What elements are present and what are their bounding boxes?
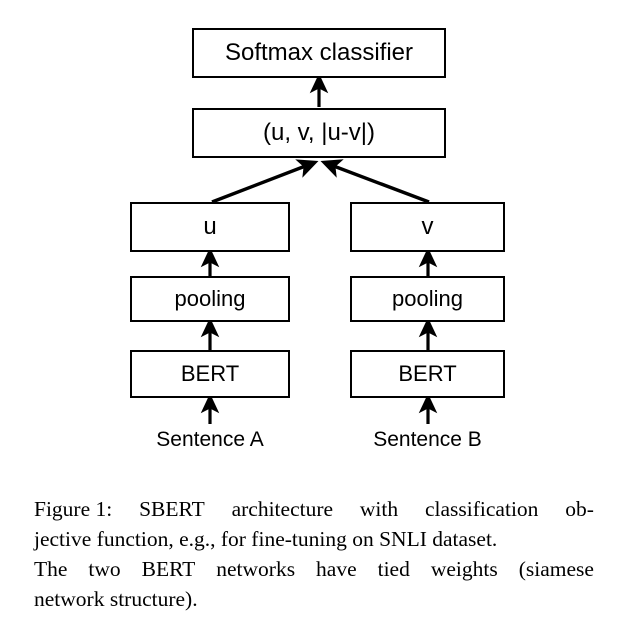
node-concatenation: (u, v, |u-v|) bbox=[192, 108, 446, 158]
caption-word: Figure 1: bbox=[34, 497, 113, 521]
caption-line-2: jective function, e.g., for fine-tuning … bbox=[34, 527, 498, 551]
node-embedding-u: u bbox=[130, 202, 290, 252]
arrow-u-to-concat bbox=[211, 159, 319, 204]
node-embedding-v: v bbox=[350, 202, 505, 252]
caption-word: weights bbox=[430, 557, 498, 581]
caption-word: ob- bbox=[565, 497, 594, 521]
caption-word: SBERT bbox=[139, 497, 205, 521]
node-softmax-classifier: Softmax classifier bbox=[192, 28, 446, 78]
figure-caption: Figure 1: SBERT architecture with classifica… bbox=[34, 494, 594, 614]
input-label-sentence-b: Sentence B bbox=[373, 428, 482, 451]
caption-line-1: Figure 1: SBERT architecture with classifica… bbox=[34, 494, 594, 524]
node-bert-b: BERT bbox=[350, 350, 505, 398]
caption-word: (siamese bbox=[518, 557, 594, 581]
node-pooling-a: pooling bbox=[130, 276, 290, 322]
caption-word: networks bbox=[216, 557, 296, 581]
caption-word: classification bbox=[424, 497, 539, 521]
caption-word: two bbox=[88, 557, 121, 581]
caption-line-4: network structure). bbox=[34, 587, 198, 611]
caption-word: with bbox=[359, 497, 399, 521]
node-pooling-b: pooling bbox=[350, 276, 505, 322]
caption-word: architecture bbox=[231, 497, 334, 521]
caption-word: tied bbox=[377, 557, 410, 581]
caption-word: The bbox=[34, 557, 68, 581]
arrow-v-to-concat bbox=[320, 159, 430, 204]
node-bert-a: BERT bbox=[130, 350, 290, 398]
figure-diagram: Softmax classifier (u, v, |u-v|) u v poo… bbox=[130, 28, 505, 451]
caption-word: have bbox=[316, 557, 357, 581]
input-label-sentence-a: Sentence A bbox=[156, 428, 264, 451]
caption-word: BERT bbox=[141, 557, 196, 581]
